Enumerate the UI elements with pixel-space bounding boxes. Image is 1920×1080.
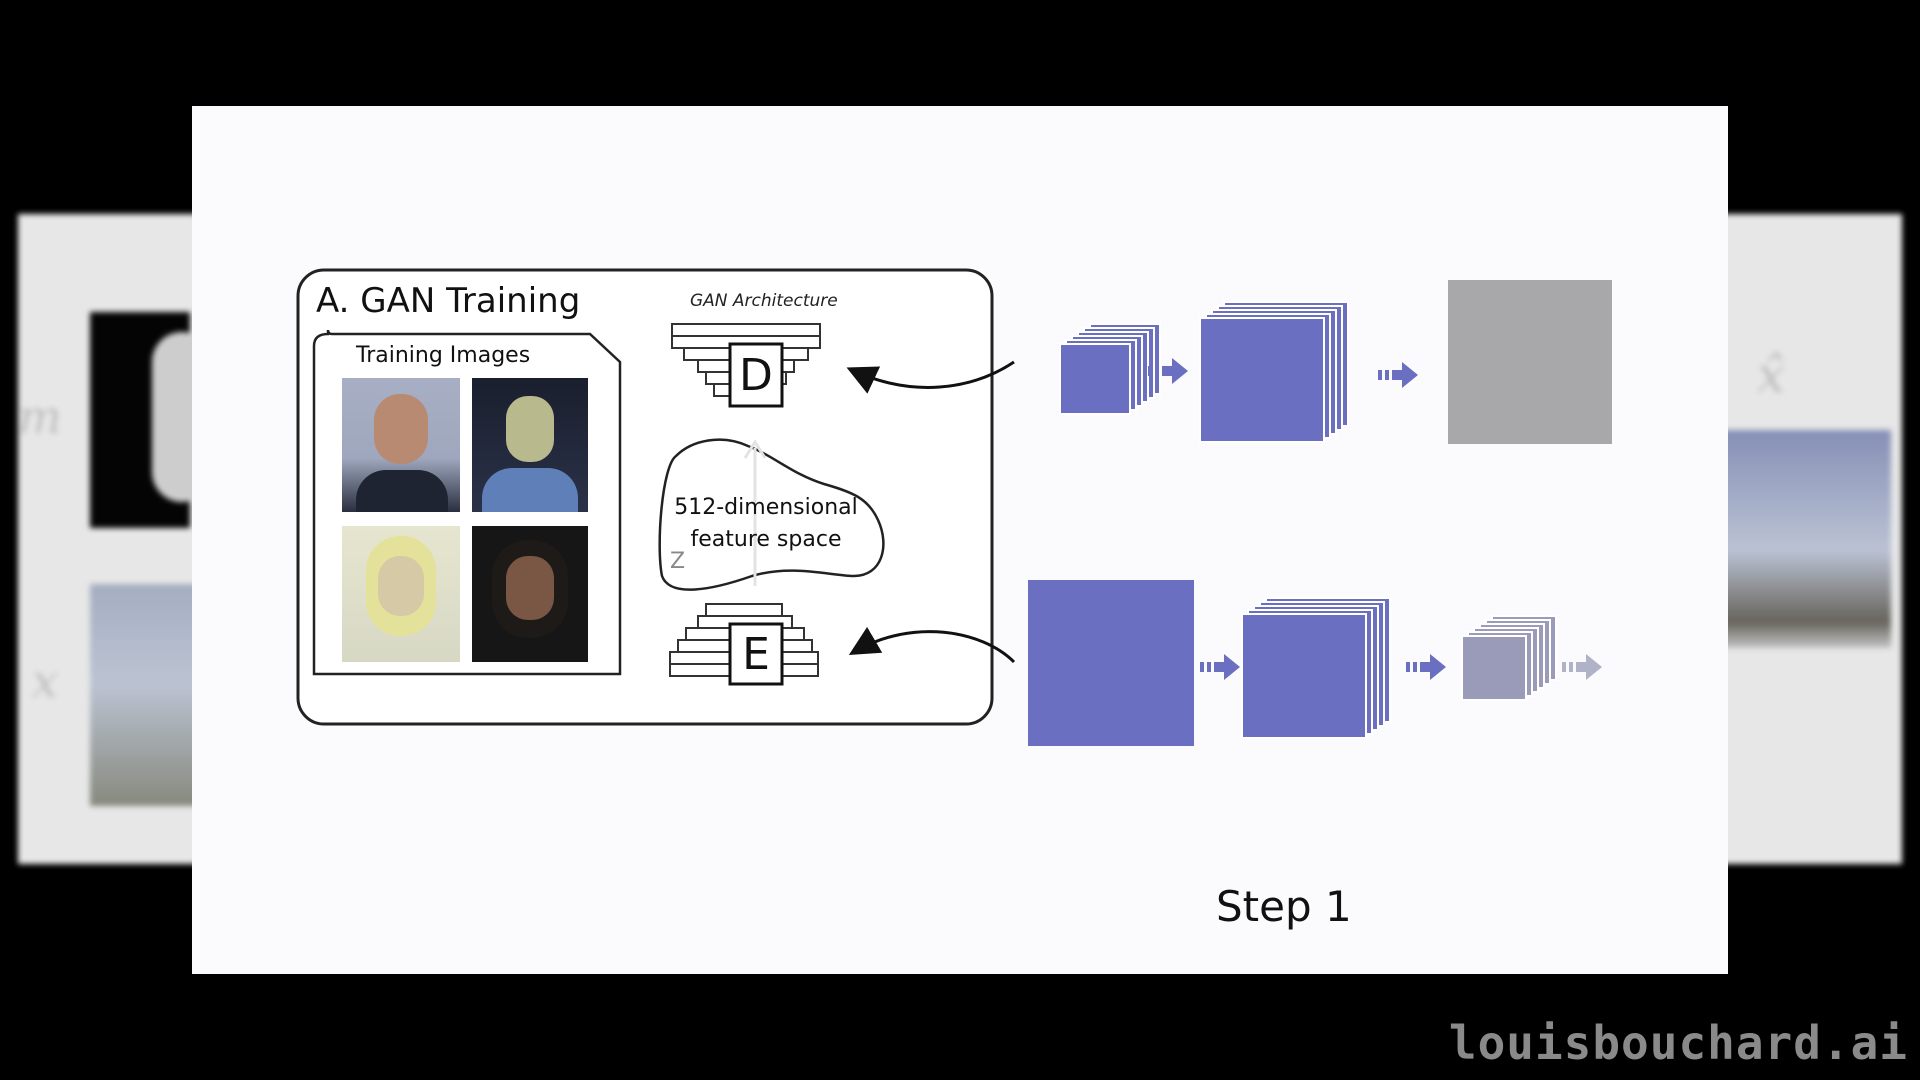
watermark: louisbouchard.ai bbox=[1448, 1016, 1908, 1070]
gan-diagram: A. GAN Training GAN Architecture Trainin… bbox=[296, 268, 1612, 746]
discriminator-stack: D bbox=[671, 323, 821, 408]
sky-thumbnail bbox=[90, 584, 200, 806]
training-photo-2 bbox=[472, 378, 588, 512]
sky-thumbnail-right bbox=[1715, 430, 1891, 648]
main-slide: A. GAN Training GAN Architecture Trainin… bbox=[192, 106, 1728, 974]
bottom-arrow-3 bbox=[1562, 654, 1602, 680]
training-images-label: Training Images bbox=[355, 343, 530, 368]
training-photo-1 bbox=[342, 378, 460, 512]
top-arrow-2 bbox=[1378, 362, 1418, 388]
arrow-to-discriminator bbox=[846, 360, 1015, 394]
background-slide-left: m x bbox=[18, 214, 212, 864]
bottom-small-feature-stack bbox=[1461, 615, 1557, 701]
top-small-feature-stack bbox=[1059, 323, 1161, 415]
architecture-label: GAN Architecture bbox=[690, 291, 838, 311]
arrow-to-encoder bbox=[848, 626, 1016, 664]
panel-title: A. GAN Training bbox=[316, 281, 580, 321]
encoder-stack: E bbox=[669, 603, 819, 686]
math-symbol-x: x bbox=[32, 654, 58, 708]
top-arrow-1 bbox=[1148, 358, 1188, 384]
bottom-large-feature-stack bbox=[1241, 597, 1391, 739]
step-label: Step 1 bbox=[1216, 882, 1352, 931]
feature-space-line2: feature space bbox=[691, 527, 842, 552]
top-large-feature-stack bbox=[1199, 301, 1349, 443]
mask-thumbnail bbox=[90, 312, 212, 528]
math-symbol-x-hat: x̂ bbox=[1757, 346, 1786, 404]
training-photo-4 bbox=[472, 526, 588, 662]
background-slide-right: x̂ bbox=[1715, 214, 1902, 864]
math-symbol-m: m bbox=[18, 390, 62, 444]
bottom-arrow-2 bbox=[1406, 654, 1446, 680]
bottom-arrow-1 bbox=[1200, 654, 1240, 680]
input-square bbox=[1028, 580, 1194, 746]
feature-space-line1: 512-dimensional bbox=[674, 495, 858, 520]
training-photo-3 bbox=[342, 526, 460, 662]
output-square bbox=[1448, 280, 1612, 444]
encoder-letter: E bbox=[742, 629, 770, 680]
latent-label: Z bbox=[670, 549, 685, 574]
discriminator-letter: D bbox=[739, 350, 773, 401]
